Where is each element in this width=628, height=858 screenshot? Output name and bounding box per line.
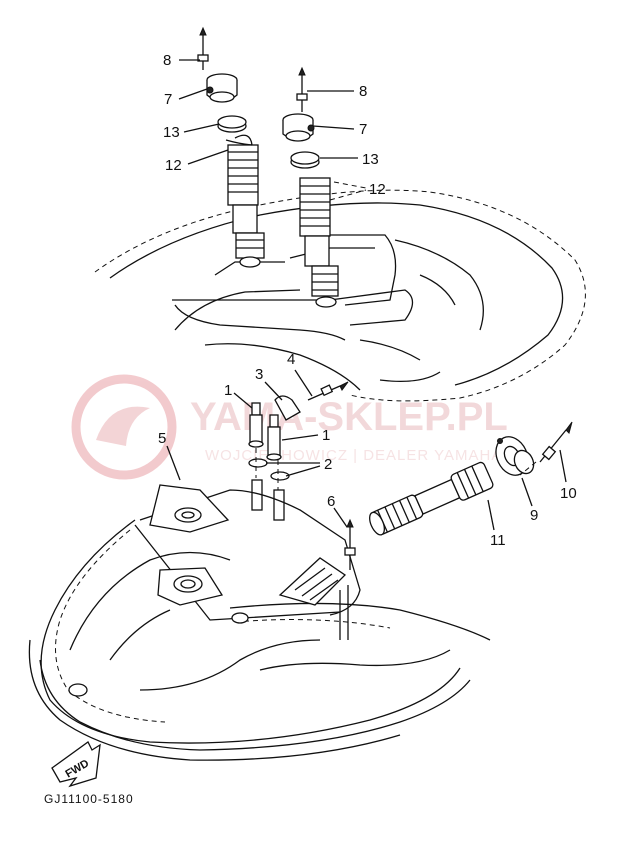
callout-12: 12 xyxy=(369,181,386,198)
callout-3: 3 xyxy=(255,366,263,383)
duct-assembly-right xyxy=(282,66,339,308)
callout-10: 10 xyxy=(560,485,577,502)
watermark-logo-mark xyxy=(96,406,150,446)
callout-5: 5 xyxy=(158,430,166,447)
hose-clip xyxy=(248,458,290,481)
bellows-duct xyxy=(227,144,265,268)
hose-nipple xyxy=(266,414,282,461)
callout-13: 13 xyxy=(362,151,379,168)
hose-piece xyxy=(273,489,285,521)
callout-labels: 8 7 13 12 8 7 13 12 4 3 1 1 2 5 6 11 9 1… xyxy=(158,52,577,549)
fwd-arrow-icon xyxy=(51,741,101,788)
pin-tip xyxy=(199,26,207,36)
callout-8: 8 xyxy=(163,52,171,69)
callout-7: 7 xyxy=(359,121,367,138)
hose-nipple xyxy=(248,402,264,448)
drawing-code: GJ11100-5180 xyxy=(44,792,134,806)
callout-6: 6 xyxy=(327,493,335,510)
callout-1: 1 xyxy=(322,427,330,444)
bellows-hose xyxy=(369,461,494,536)
pin-tip xyxy=(298,66,306,76)
front-hull-outline xyxy=(28,484,491,761)
duct-cap xyxy=(206,73,238,103)
callout-4: 4 xyxy=(287,351,295,368)
rear-deck-outline xyxy=(94,189,586,402)
forward-arrow: FWD xyxy=(51,741,101,788)
pin-head xyxy=(197,54,209,62)
leader-lines xyxy=(166,59,567,531)
bellows-duct xyxy=(299,177,339,308)
duct-assembly-left xyxy=(197,26,265,268)
clamp-ring xyxy=(217,115,247,133)
callout-11: 11 xyxy=(490,532,506,549)
retaining-pin xyxy=(539,421,573,463)
callout-9: 9 xyxy=(530,507,538,524)
callout-1: 1 xyxy=(224,382,232,399)
callout-7: 7 xyxy=(164,91,172,108)
callout-8: 8 xyxy=(359,83,367,100)
fastener-pin xyxy=(344,518,356,570)
fitting-hardware xyxy=(248,381,349,521)
pin-head xyxy=(296,93,308,101)
callout-12: 12 xyxy=(165,157,182,174)
watermark: YAMA-SKLEP.PL WOJCIECHOWICZ | DEALER YAM… xyxy=(71,374,508,480)
callout-2: 2 xyxy=(324,456,332,473)
callout-13: 13 xyxy=(163,124,180,141)
clamp-ring xyxy=(290,151,320,169)
bracket-part xyxy=(274,395,301,421)
vent-grille xyxy=(278,557,347,606)
hose-assembly xyxy=(369,421,573,536)
watermark-logo-ring xyxy=(71,374,177,480)
duct-cap xyxy=(282,113,315,142)
watermark-text: YAMA-SKLEP.PL xyxy=(190,395,508,439)
